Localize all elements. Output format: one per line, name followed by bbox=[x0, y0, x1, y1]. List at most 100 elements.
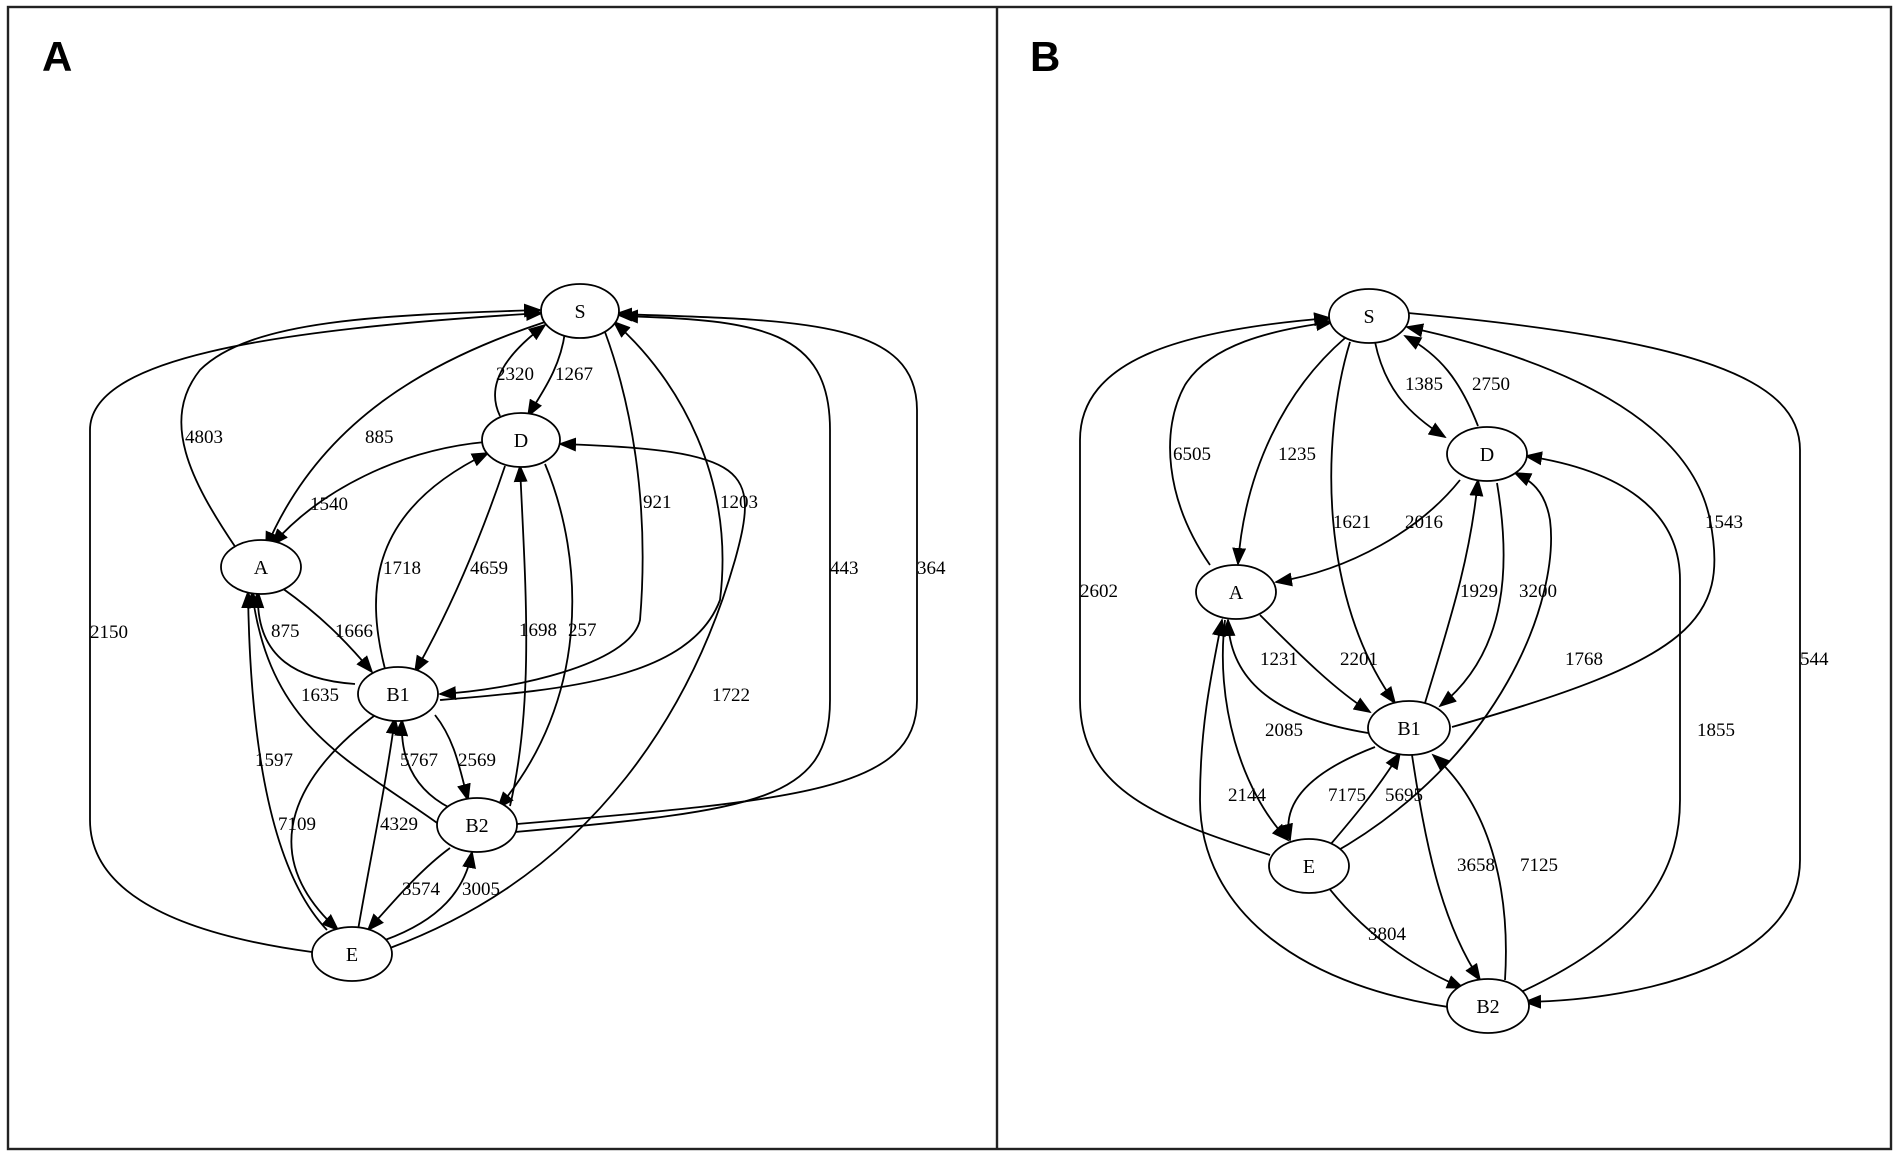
edge-b1-to-d: 1718 bbox=[375, 452, 490, 670]
edge-e-to-d: 1722 bbox=[389, 437, 750, 949]
edge-label: 5767 bbox=[400, 750, 438, 771]
edge-label: 7125 bbox=[1520, 855, 1558, 876]
node-label: E bbox=[346, 944, 358, 966]
edge-b1-to-a: 875 bbox=[250, 590, 356, 685]
edge-label: 1231 bbox=[1260, 649, 1298, 670]
edge-label: 1768 bbox=[1565, 649, 1603, 670]
node-d: D bbox=[481, 412, 561, 468]
edge-label: 4329 bbox=[380, 814, 418, 835]
node-label: S bbox=[1363, 306, 1374, 328]
panel-a-nodes: S D A B1 B2 E bbox=[220, 283, 620, 982]
node-label: E bbox=[1303, 856, 1315, 878]
edge-label: 544 bbox=[1800, 649, 1829, 670]
edge-label: 875 bbox=[271, 621, 300, 642]
edge-label: 5695 bbox=[1385, 785, 1423, 806]
edge-label: 1929 bbox=[1460, 581, 1498, 602]
node-label: A bbox=[254, 557, 269, 579]
edge-label: 2150 bbox=[90, 622, 128, 643]
edge-b2-to-a: 2144 bbox=[1199, 618, 1471, 1011]
edge-e-to-b1: 5695 bbox=[1329, 751, 1423, 846]
edge-a-to-b1: 2201 bbox=[1259, 614, 1378, 714]
panel-b: B 6505 1235 1621 1385 bbox=[1030, 33, 1829, 1034]
edge-b1-to-s: 1543 bbox=[1405, 323, 1743, 728]
edge-label: 3200 bbox=[1519, 581, 1557, 602]
edge-label: 364 bbox=[917, 558, 946, 579]
edge-label: 1698 bbox=[519, 620, 557, 641]
edge-s-to-d: 1267 bbox=[527, 331, 593, 418]
edge-b1-to-e: 7175 bbox=[1279, 746, 1376, 842]
edge-label: 6505 bbox=[1173, 444, 1211, 465]
node-e: E bbox=[311, 926, 393, 982]
edge-a-to-e: 2085 bbox=[1221, 619, 1303, 842]
panel-b-letter: B bbox=[1030, 33, 1060, 80]
edge-s-to-a: 885 bbox=[265, 321, 546, 550]
edge-label: 3574 bbox=[402, 879, 441, 900]
edge-e-to-a: 1597 bbox=[241, 590, 328, 931]
node-s: S bbox=[540, 283, 620, 339]
edge-a-to-s: 4803 bbox=[180, 303, 542, 549]
edge-d-to-b2: 257 bbox=[496, 463, 597, 810]
edge-label: 1635 bbox=[301, 685, 339, 706]
node-label: D bbox=[514, 430, 528, 452]
panel-a: A 4803 885 2320 1267 bbox=[42, 33, 946, 982]
edge-s-to-b2: 544 bbox=[1407, 312, 1829, 1009]
edge-d-to-s: 2750 bbox=[1403, 335, 1510, 427]
node-label: B2 bbox=[1476, 996, 1499, 1018]
edge-label: 2320 bbox=[496, 364, 534, 385]
edge-a-to-b1: 1666 bbox=[281, 587, 374, 674]
node-label: B1 bbox=[1397, 718, 1420, 740]
edge-label: 4659 bbox=[470, 558, 508, 579]
edge-b2-to-e: 3574 bbox=[366, 847, 451, 932]
node-label: D bbox=[1480, 444, 1494, 466]
edge-b2-to-a: 1635 bbox=[247, 590, 441, 826]
edge-label: 7109 bbox=[278, 814, 316, 835]
panel-a-edges: 4803 885 2320 1267 1540 bbox=[89, 303, 946, 953]
edge-b2-to-d: 1855 bbox=[1520, 451, 1735, 993]
node-label: B1 bbox=[386, 684, 409, 706]
panel-a-letter: A bbox=[42, 33, 72, 80]
edge-label: 1543 bbox=[1705, 512, 1743, 533]
node-d: D bbox=[1446, 426, 1528, 482]
edge-label: 1666 bbox=[335, 621, 373, 642]
edge-b2-to-d: 1698 bbox=[509, 464, 557, 807]
edge-e-to-d: 1768 bbox=[1329, 472, 1603, 856]
edge-label: 443 bbox=[830, 558, 859, 579]
edge-e-to-b2: 3005 bbox=[384, 850, 500, 941]
edge-label: 4803 bbox=[185, 427, 223, 448]
edge-label: 1267 bbox=[555, 364, 593, 385]
edge-d-to-b1: 3200 bbox=[1438, 482, 1557, 708]
node-b1: B1 bbox=[357, 666, 439, 722]
edge-e-to-b2: 3804 bbox=[1327, 886, 1465, 989]
edge-e-to-s: 2602 bbox=[1079, 312, 1332, 856]
edge-label: 1203 bbox=[720, 492, 758, 513]
edge-label: 2201 bbox=[1340, 649, 1378, 670]
edge-s-to-b1: 921 bbox=[438, 331, 672, 701]
edge-b1-to-a: 1231 bbox=[1221, 618, 1369, 734]
edge-label: 2144 bbox=[1228, 785, 1267, 806]
edge-label: 3658 bbox=[1457, 855, 1495, 876]
edge-s-to-b1: 1621 bbox=[1330, 341, 1397, 705]
edge-label: 3804 bbox=[1368, 924, 1407, 945]
node-b1: B1 bbox=[1367, 700, 1451, 756]
node-b2: B2 bbox=[436, 797, 518, 853]
figure-border bbox=[6, 5, 1893, 1151]
edge-d-to-a: 2016 bbox=[1274, 479, 1461, 587]
edge-s-to-a: 1235 bbox=[1232, 337, 1346, 566]
edge-label: 2085 bbox=[1265, 720, 1303, 741]
edge-b2-to-b1: 5767 bbox=[394, 718, 451, 809]
edge-label: 2016 bbox=[1405, 512, 1443, 533]
edge-b1-to-b2: 3658 bbox=[1411, 754, 1495, 982]
edge-label: 1540 bbox=[310, 494, 348, 515]
edge-label: 2602 bbox=[1080, 581, 1118, 602]
node-b2: B2 bbox=[1446, 978, 1530, 1034]
edge-b2-to-s-2: 364 bbox=[516, 307, 946, 825]
edge-label: 1722 bbox=[712, 685, 750, 706]
node-e: E bbox=[1268, 838, 1350, 894]
edge-label: 1235 bbox=[1278, 444, 1316, 465]
edge-label: 3005 bbox=[462, 879, 500, 900]
panel-b-nodes: S D A B1 E B2 bbox=[1195, 288, 1530, 1034]
node-a: A bbox=[220, 539, 302, 595]
edge-b1-to-b2: 2569 bbox=[434, 714, 496, 802]
node-label: B2 bbox=[465, 815, 488, 837]
